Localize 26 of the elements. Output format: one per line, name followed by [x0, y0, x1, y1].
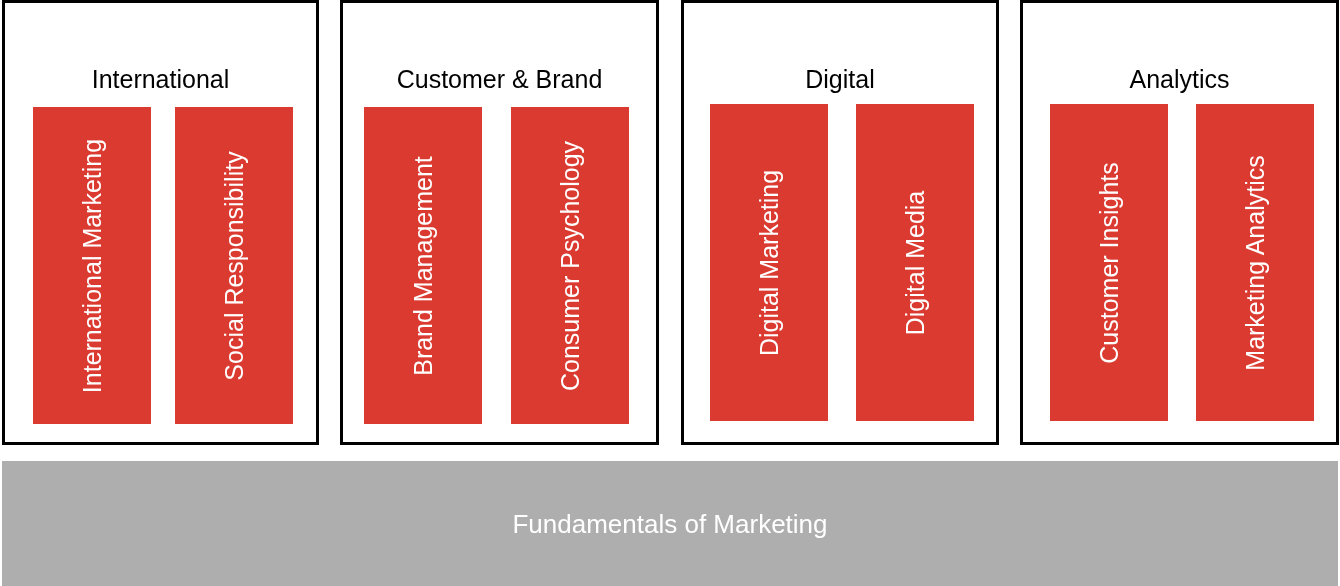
course-box [856, 104, 974, 421]
course-box [710, 104, 828, 421]
course-box [1050, 104, 1168, 421]
course-box [511, 107, 629, 424]
course-box [364, 107, 482, 424]
panel-heading: Customer & Brand [395, 65, 604, 94]
panel-heading: Digital [804, 65, 876, 94]
category-panel [1020, 0, 1339, 445]
category-panel [340, 0, 659, 445]
course-label: Social Responsibility [219, 150, 249, 381]
panel-heading: Analytics [1128, 65, 1231, 94]
category-panel [681, 0, 999, 445]
course-label: International Marketing [77, 138, 107, 393]
course-label: Customer Insights [1094, 161, 1124, 364]
course-box [1196, 104, 1314, 421]
course-box [175, 107, 293, 424]
course-label: Marketing Analytics [1240, 154, 1270, 371]
course-label: Brand Management [408, 155, 438, 376]
course-label: Consumer Psychology [555, 140, 585, 391]
course-label: Digital Marketing [754, 169, 784, 356]
course-label: Digital Media [900, 190, 930, 335]
category-panel [2, 0, 319, 445]
foundation-bar [2, 461, 1338, 586]
panel-heading: International [90, 65, 231, 94]
course-box [33, 107, 151, 424]
course-label: Fundamentals of Marketing [511, 508, 829, 539]
